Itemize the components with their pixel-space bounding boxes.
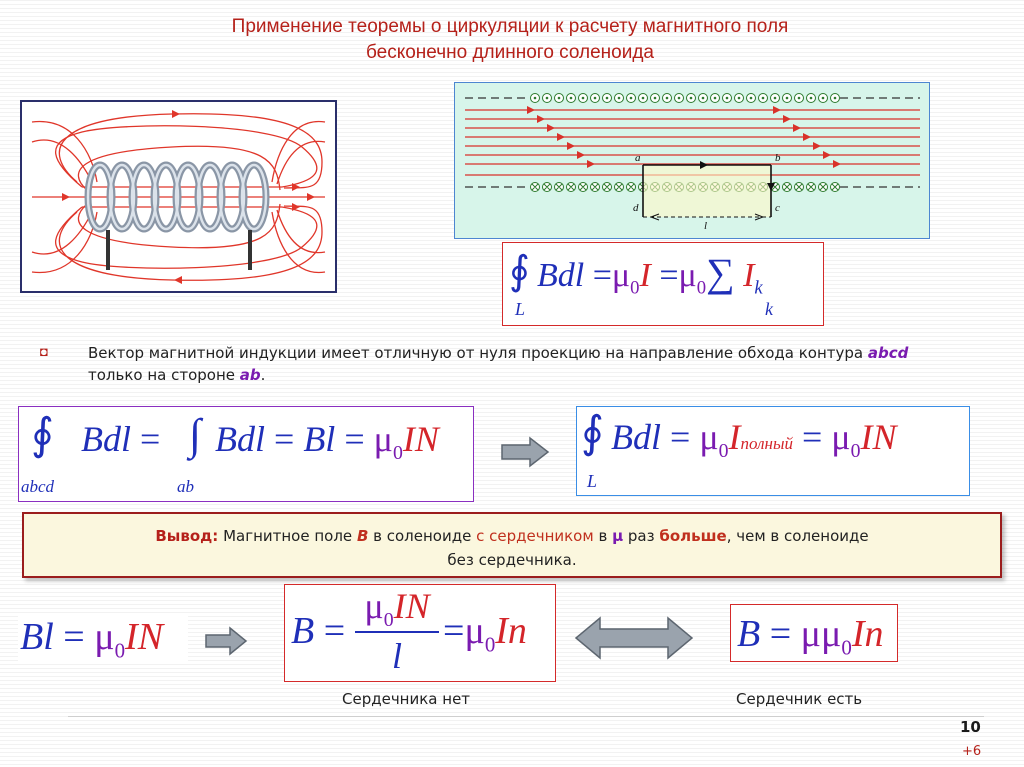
formula-top-lhs: Bdl bbox=[537, 257, 585, 294]
formula-bl-Bl: Bl bbox=[20, 616, 54, 658]
formula-top-Ik: I bbox=[743, 257, 755, 294]
integral-abcd-symbol: ∮ bbox=[31, 410, 54, 459]
formula-mid-B: B = bbox=[291, 610, 346, 652]
formula-mid-In: In bbox=[495, 610, 527, 652]
formula-bottom-left-expression: Bl = μ0IN bbox=[20, 616, 164, 663]
formula-mid-num-IN: IN bbox=[393, 586, 430, 626]
formula-left-Bl: Bl bbox=[303, 419, 336, 459]
page-title: Применение теоремы о циркуляции к расчет… bbox=[60, 14, 960, 66]
formula-B-no-core: B = μ0IN l =μ0In bbox=[284, 584, 556, 682]
formula-top-sum: ∑ bbox=[706, 250, 735, 295]
formula-mid-denominator: l bbox=[391, 636, 402, 676]
bullet-text-1: Вектор магнитной индукции имеет отличную… bbox=[88, 344, 868, 362]
conclusion-more: больше bbox=[659, 527, 727, 545]
formula-bl-IN: IN bbox=[125, 616, 164, 658]
integral-lower-abcd: abcd bbox=[21, 477, 55, 496]
conclusion-label: Вывод: bbox=[155, 527, 219, 545]
conclusion-mu: μ bbox=[612, 527, 624, 545]
bullet-marker: ◘ bbox=[40, 344, 48, 359]
formula-top-eq1: = bbox=[592, 257, 612, 294]
integral-L-symbol: ∮ bbox=[581, 408, 604, 457]
conclusion-text-4: раз bbox=[623, 527, 660, 545]
formula-mid-B-letter: B bbox=[291, 610, 315, 652]
formula-left-expression-2: Bdl = Bl = μ0IN bbox=[215, 419, 439, 464]
formula-top-Ik-sub: k bbox=[754, 277, 763, 299]
formula-left-expression: Bdl = bbox=[81, 419, 170, 459]
bullet-text-3: . bbox=[260, 366, 266, 384]
formula-right-IN: IN bbox=[860, 417, 897, 457]
formula-top-mu2: μ bbox=[678, 257, 697, 294]
conclusion-line-2: без сердечника. bbox=[447, 551, 577, 569]
caption-no-core: Сердечника нет bbox=[342, 690, 471, 708]
formula-br-mumu: μμ bbox=[800, 613, 842, 655]
formula-br-B: B bbox=[737, 613, 761, 655]
integral-lower-L: L bbox=[587, 471, 598, 491]
integral-ab-symbol: ∫ bbox=[189, 410, 202, 459]
formula-top-sub0-1: 0 bbox=[630, 277, 640, 299]
conclusion-B: B bbox=[356, 527, 369, 545]
formula-top-expression: Bdl =μ0I =μ0∑ Ik bbox=[537, 253, 763, 308]
bullet-ab: ab bbox=[239, 366, 261, 384]
formula-left-mid: Bdl bbox=[215, 419, 265, 459]
formula-right-expression: Bdl = μ0Iполный = μ0IN bbox=[611, 417, 897, 462]
formula-circulation-full-current: ∮ L Bdl = μ0Iполный = μ0IN bbox=[576, 406, 970, 496]
bullet-abcd: abcd bbox=[867, 344, 909, 362]
right-arrow-icon bbox=[501, 436, 550, 468]
contour-label-c: c bbox=[775, 202, 780, 214]
integral-lower-limit: L bbox=[515, 299, 526, 319]
conclusion-line-1: Вывод: Магнитное поле B в соленоиде с се… bbox=[24, 524, 1000, 548]
bullet-paragraph: Вектор магнитной индукции имеет отличную… bbox=[88, 342, 948, 386]
footer-divider bbox=[68, 716, 984, 717]
formula-top-mu1: μ bbox=[611, 257, 631, 294]
conclusion-text-3: в bbox=[593, 527, 613, 545]
formula-right-sub-full: полный bbox=[740, 434, 793, 453]
conclusion-core: с сердечником bbox=[476, 527, 594, 545]
formula-left-IN: IN bbox=[402, 419, 439, 459]
formula-right-lhs: Bdl bbox=[611, 417, 661, 457]
double-arrow-icon bbox=[574, 616, 694, 660]
fraction-bar bbox=[355, 631, 439, 633]
formula-B-with-core: B = μμ0In bbox=[730, 604, 898, 662]
formula-top-eq2: = bbox=[659, 257, 679, 294]
formula-top-sub0-2: 0 bbox=[696, 277, 707, 299]
conclusion-text-1: Магнитное поле bbox=[218, 527, 357, 545]
formula-br-In: In bbox=[851, 613, 884, 655]
contour-integral-symbol: ∮ bbox=[509, 248, 530, 293]
sum-index: k bbox=[765, 299, 773, 319]
caption-with-core: Сердечник есть bbox=[736, 690, 863, 708]
bullet-text-2: только на стороне bbox=[88, 366, 240, 384]
solenoid-contour-figure: a b c d l bbox=[454, 82, 930, 239]
conclusion-text-2: в соленоиде bbox=[368, 527, 477, 545]
contour-label-b: b bbox=[775, 152, 781, 164]
contour-label-a: a bbox=[635, 152, 641, 164]
formula-circulation-abcd: ∮ abcd Bdl = ∫ ab Bdl = Bl = μ0IN bbox=[18, 406, 474, 502]
solenoid-field-lines bbox=[31, 110, 326, 284]
solenoid-field-figure bbox=[20, 100, 337, 293]
formula-Bl-mu0IN: Bl = μ0IN bbox=[18, 614, 188, 664]
contour-label-d: d bbox=[633, 202, 639, 214]
page-plus-badge[interactable]: +6 bbox=[962, 744, 982, 759]
page-number: 10 bbox=[960, 718, 981, 736]
formula-mid-numerator: μ0IN bbox=[364, 586, 430, 631]
conclusion-text-5: , чем в соленоиде bbox=[726, 527, 869, 545]
title-line-1: Применение теоремы о циркуляции к расчет… bbox=[231, 16, 789, 37]
conclusion-box: Вывод: Магнитное поле B в соленоиде с се… bbox=[22, 512, 1002, 578]
formula-right-bottom-expression: B = μμ0In bbox=[737, 613, 884, 660]
formula-circulation-general: ∮ L Bdl =μ0I =μ0∑ Ik k bbox=[502, 242, 824, 326]
integral-lower-ab: ab bbox=[177, 477, 194, 496]
formula-mid-rhs: =μ0In bbox=[443, 610, 527, 657]
right-arrow-small-icon bbox=[205, 626, 248, 656]
formula-top-I: I bbox=[639, 257, 651, 294]
length-label-l: l bbox=[704, 220, 707, 232]
title-line-2: бесконечно длинного соленоида bbox=[365, 42, 655, 63]
contour-diagram: a b c d l bbox=[465, 93, 920, 232]
formula-left-lhs: Bdl bbox=[81, 419, 131, 459]
